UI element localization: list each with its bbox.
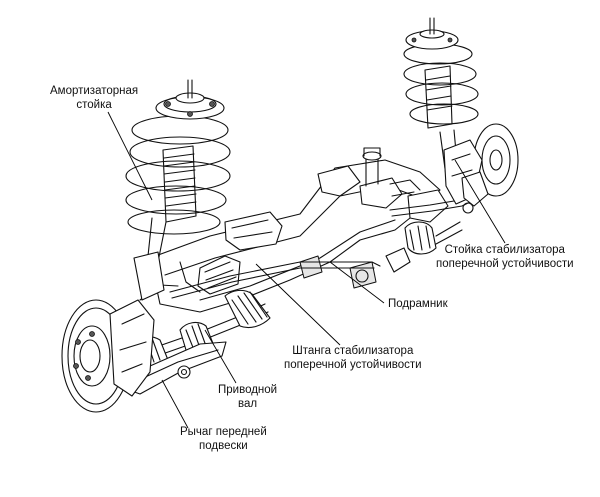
- label-stabilizer-link-line2: поперечной устойчивости: [436, 258, 574, 270]
- leader-lines: [107, 111, 506, 429]
- label-drive-shaft-line1: Приводной: [218, 384, 278, 396]
- leader-subframe: [329, 261, 385, 304]
- label-subframe-line1: Подрамник: [388, 298, 448, 310]
- label-lower-arm: Рычаг передней подвески: [180, 425, 267, 453]
- leader-drive-shaft: [204, 329, 237, 384]
- label-stabilizer-link-line1: Стойка стабилизатора: [444, 244, 565, 256]
- label-strut-line2: стойка: [76, 99, 112, 111]
- label-drive-shaft: Приводной вал: [218, 383, 277, 411]
- leader-stab-link: [454, 159, 506, 244]
- right-hub-drawing: [443, 123, 519, 214]
- steering-rack-drawing: [197, 147, 421, 295]
- left-strut-drawing: [125, 79, 231, 263]
- label-strut: Амортизаторная стойка: [50, 84, 138, 112]
- right-strut-drawing: [403, 17, 479, 177]
- label-drive-shaft-line2: вал: [238, 398, 258, 410]
- label-lower-arm-line2: подвески: [199, 440, 248, 452]
- leader-lower-arm: [161, 379, 189, 429]
- label-stabilizer-bar-line1: Штанга стабилизатора: [292, 345, 414, 357]
- label-stabilizer-bar: Штанга стабилизатора поперечной устойчив…: [284, 344, 422, 372]
- label-stabilizer-link: Стойка стабилизатора поперечной устойчив…: [436, 243, 574, 271]
- label-lower-arm-line1: Рычаг передней: [180, 426, 267, 438]
- label-strut-line1: Амортизаторная: [50, 85, 139, 97]
- label-stabilizer-bar-line2: поперечной устойчивости: [284, 359, 422, 371]
- right-drive-shaft-drawing: [385, 221, 463, 273]
- leader-strut: [107, 111, 153, 201]
- label-subframe: Подрамник: [388, 297, 448, 311]
- leader-stab-bar: [255, 263, 341, 346]
- left-hub-drawing: [61, 251, 165, 413]
